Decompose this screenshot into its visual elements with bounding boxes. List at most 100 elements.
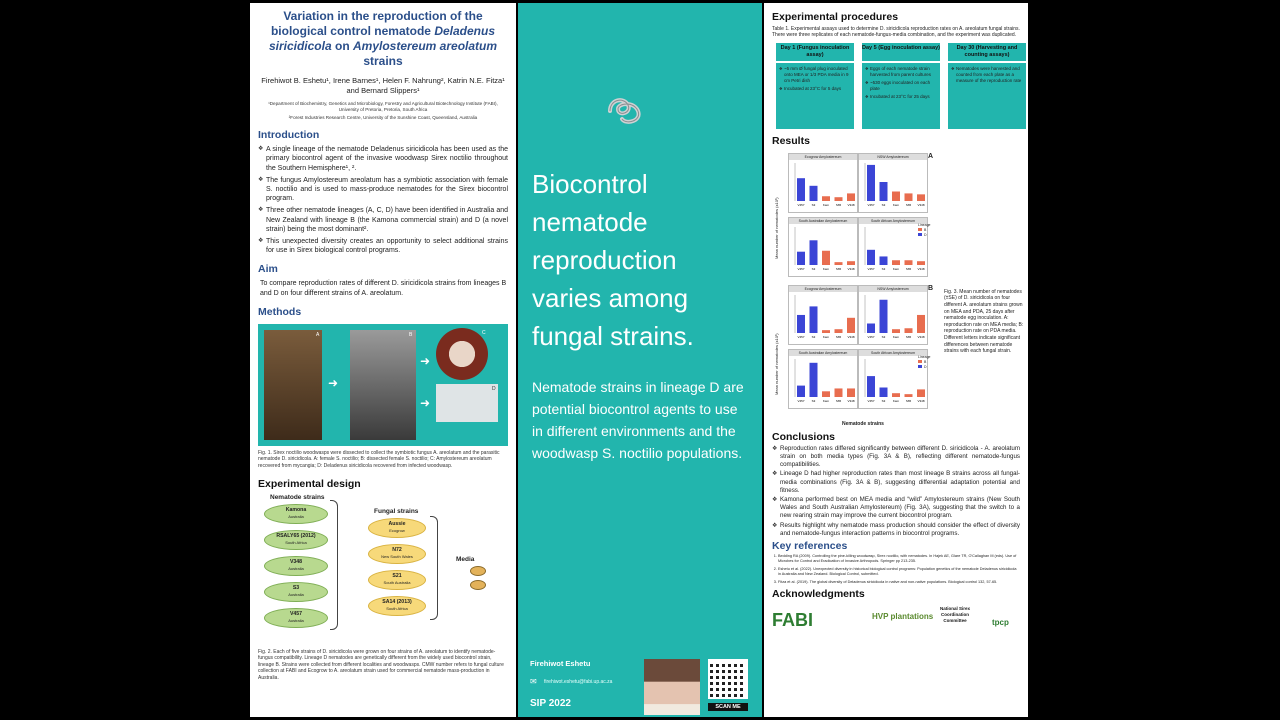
photo-label: A (316, 331, 320, 338)
x-tick-label: S3 (812, 399, 816, 403)
design-heading: Experimental design (258, 477, 361, 490)
bar (822, 250, 830, 265)
results-figure: A B Mean number of nematodes (x10³) Mean… (772, 149, 1023, 435)
panel-title: NSW Amylostereum (859, 153, 927, 160)
bar (917, 314, 925, 333)
x-tick-label: V457 (867, 267, 874, 271)
qr-code-icon[interactable] (708, 659, 748, 699)
key-message: Biocontrol nematode reproduction varies … (532, 169, 694, 351)
arrow-right-icon: ➜ (420, 353, 431, 368)
bar (809, 240, 818, 265)
tpcp-logo: tpcp (992, 618, 1009, 628)
nematode-strain: RSALY65 (2012)South Africa (264, 529, 328, 550)
x-tick-label: S65 (906, 335, 912, 339)
fig2-caption: Fig. 2. Each of five strains of D. siric… (258, 648, 504, 682)
x-tick-label: V348 (847, 335, 854, 339)
x-tick-label: V348 (847, 399, 854, 403)
x-tick-label: S65 (906, 267, 912, 271)
procedures-heading: Experimental procedures (772, 11, 899, 23)
bar (822, 391, 830, 397)
table1-caption: Table 1. Experimental assays used to det… (772, 26, 1020, 39)
x-tick-label: S3 (812, 203, 816, 207)
bar (892, 329, 900, 333)
panel-a-label: A (928, 152, 934, 160)
left-column: Variation in the reproduction of the bio… (250, 3, 516, 717)
panel-title: South African Amylostereum (859, 349, 927, 356)
bar (892, 393, 900, 397)
ref-item: Eshetu et al. (2022). Unexpected diversi… (778, 567, 1020, 577)
legend-swatch (918, 232, 922, 236)
x-tick-label: S65 (906, 203, 912, 207)
fungal-bracket (430, 515, 438, 620)
y-axis-label: Mean number of nematodes (x10³) (774, 197, 779, 259)
bar (809, 306, 818, 333)
right-column: Experimental procedures Table 1. Experim… (764, 3, 1028, 717)
legend-swatch (918, 227, 922, 231)
x-tick-label: S3 (882, 267, 886, 271)
legend-entry: D (918, 232, 930, 238)
x-tick-label: V348 (847, 267, 854, 271)
x-tick-label: V348 (847, 203, 854, 207)
x-tick-label: Kam (893, 203, 900, 207)
x-tick-label: S3 (882, 335, 886, 339)
ref-item: Fitza et al. (2019). The global diversit… (778, 580, 1020, 585)
panel-title: South African Amylostereum (859, 217, 927, 224)
bar (809, 185, 818, 201)
poster: Variation in the reproduction of the bio… (250, 3, 1028, 717)
author-footer: Firehiwot Eshetu ✉ firehiwot.eshetu@fabi… (518, 645, 762, 717)
day1-header: Day 1 (Fungus inoculation assay) (776, 42, 854, 61)
bar (892, 260, 900, 265)
logo-strip: FABI HVP plantations National Sirex Coor… (772, 604, 1020, 634)
nematode-bracket (330, 499, 338, 630)
conference-label: SIP 2022 (530, 698, 571, 709)
bar (847, 388, 855, 397)
aim-heading: Aim (258, 263, 278, 276)
x-tick-label: V348 (917, 267, 924, 271)
presenter-email: firehiwot.eshetu@fabi.up.ac.za (544, 679, 613, 685)
day30-header: Day 30 (Harvesting and counting assays) (948, 42, 1026, 61)
x-tick-label: Kam (893, 267, 900, 271)
day5-header: Day 5 (Egg inoculation assay) (862, 42, 940, 61)
x-tick-label: S3 (882, 203, 886, 207)
x-tick-label: Kam (893, 335, 900, 339)
x-tick-label: Kam (893, 399, 900, 403)
panel-title: Ecogrow Amylostereum (789, 285, 857, 292)
nscc-logo: National Sirex Coordination Committee (939, 606, 970, 624)
bar (917, 389, 925, 397)
x-tick-label: V457 (797, 399, 804, 403)
nematode-micrograph (436, 383, 498, 422)
bar-chart: V457 S3 Kam S65 V348 (864, 226, 925, 271)
x-tick-label: V457 (867, 203, 874, 207)
intro-item: This unexpected diversity creates an opp… (258, 237, 508, 255)
bar (797, 385, 805, 397)
x-tick-label: V457 (797, 203, 804, 207)
legend-title: Lineage (918, 354, 931, 359)
bar (797, 251, 805, 265)
x-tick-label: Kam (823, 335, 830, 339)
hvp-logo: HVP plantations (872, 612, 934, 622)
x-tick-label: V457 (797, 267, 804, 271)
panel-b-label: B (928, 284, 934, 292)
panel-title: South Australian Amylostereum (789, 217, 857, 224)
intro-list: A single lineage of the nematode Deladen… (258, 145, 508, 255)
x-tick-label: Kam (823, 399, 830, 403)
day30-body: Nematodes were harvested and counted fro… (948, 62, 1026, 129)
middle-column: Biocontrol nematode reproduction varies … (518, 3, 762, 717)
bar (847, 317, 855, 333)
bar (892, 191, 900, 201)
x-axis-label: Nematode strains (842, 420, 884, 427)
bar (847, 193, 855, 201)
